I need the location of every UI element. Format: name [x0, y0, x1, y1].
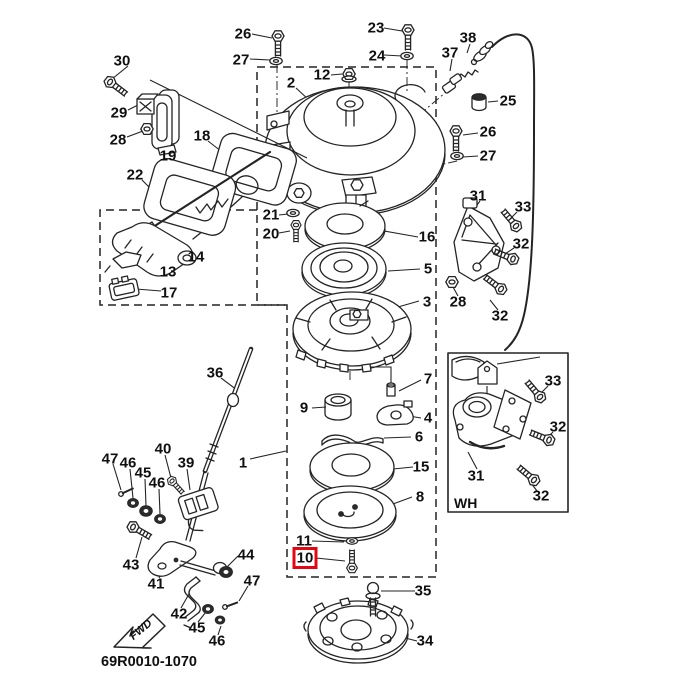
- part-label-32-24[interactable]: 32: [513, 236, 530, 253]
- part-label-8-35[interactable]: 8: [416, 489, 424, 506]
- part-label-31-57[interactable]: 31: [468, 468, 485, 485]
- part-label-47-54[interactable]: 47: [244, 573, 261, 590]
- part-label-12-13[interactable]: 12: [314, 67, 331, 84]
- part-label-13-28[interactable]: 13: [160, 264, 177, 281]
- part-label-38-4[interactable]: 38: [460, 30, 477, 47]
- part-label-9-32[interactable]: 9: [300, 400, 308, 417]
- part-label-22-11[interactable]: 22: [127, 167, 144, 184]
- part-label-40-46[interactable]: 40: [155, 441, 172, 458]
- part-label-4-31[interactable]: 4: [424, 410, 433, 427]
- part-label-37-5[interactable]: 37: [442, 45, 459, 62]
- part-label-46-45[interactable]: 46: [149, 475, 166, 492]
- bracket-group-art: [136, 79, 308, 159]
- part-label-16-19[interactable]: 16: [419, 229, 436, 246]
- part-label-42-51[interactable]: 42: [171, 606, 188, 623]
- wh-inset-box: [447, 352, 569, 513]
- starter-internals-art: [292, 200, 414, 542]
- part-label-43-48[interactable]: 43: [123, 557, 140, 574]
- part-label-25-14[interactable]: 25: [500, 93, 517, 110]
- part-label-5-20[interactable]: 5: [424, 261, 432, 278]
- part-label-33-55[interactable]: 33: [545, 373, 562, 390]
- wh-inset-tag: WH: [454, 495, 477, 511]
- part-label-36-40[interactable]: 36: [207, 365, 224, 382]
- part-label-28-8[interactable]: 28: [110, 132, 127, 149]
- part-label-2-12[interactable]: 2: [287, 75, 295, 92]
- part-label-24-3[interactable]: 24: [369, 48, 386, 65]
- part-label-21-17[interactable]: 21: [263, 207, 280, 224]
- fwd-arrow: FWD: [113, 613, 166, 649]
- part-label-27-16[interactable]: 27: [480, 148, 497, 165]
- part-label-41-49[interactable]: 41: [148, 576, 165, 593]
- engine-bracket-art: [453, 197, 505, 282]
- part-label-33-23[interactable]: 33: [515, 199, 532, 216]
- part-label-3-21[interactable]: 3: [423, 294, 431, 311]
- part-label-39-47[interactable]: 39: [178, 455, 195, 472]
- part-label-15-34[interactable]: 15: [413, 459, 430, 476]
- part-label-23-2[interactable]: 23: [368, 20, 385, 37]
- part-label-28-25[interactable]: 28: [450, 294, 467, 311]
- part-label-35-38[interactable]: 35: [415, 583, 432, 600]
- fasteners-art: [101, 24, 557, 625]
- starter-pulley-art: [303, 597, 414, 664]
- part-label-32-26[interactable]: 32: [492, 308, 509, 325]
- part-label-29-7[interactable]: 29: [111, 105, 128, 122]
- part-label-27-1[interactable]: 27: [233, 52, 250, 69]
- part-label-11-36[interactable]: 11: [296, 533, 312, 550]
- part-label-26-15[interactable]: 26: [480, 124, 497, 141]
- part-label-6-33[interactable]: 6: [415, 429, 423, 446]
- main-assembly-dashed-box: [256, 66, 437, 578]
- shift-linkage-art: [147, 346, 254, 629]
- part-label-46-43[interactable]: 46: [120, 455, 137, 472]
- part-label-10-37[interactable]: 10: [297, 550, 314, 567]
- part-label-44-50[interactable]: 44: [238, 547, 255, 564]
- part-label-17-29[interactable]: 17: [161, 285, 178, 302]
- part-label-1-41[interactable]: 1: [239, 455, 247, 472]
- part-label-32-58[interactable]: 32: [533, 488, 550, 505]
- part-label-34-39[interactable]: 34: [417, 633, 434, 650]
- part-label-7-30[interactable]: 7: [424, 371, 432, 388]
- part-label-45-44[interactable]: 45: [135, 465, 152, 482]
- part-label-30-6[interactable]: 30: [114, 53, 131, 70]
- wh-inset-art: [451, 355, 541, 450]
- part-label-45-52[interactable]: 45: [189, 620, 206, 637]
- diagram-code: 69R0010-1070: [101, 654, 197, 670]
- part-label-18-9[interactable]: 18: [194, 128, 211, 145]
- part-label-31-22[interactable]: 31: [470, 188, 487, 205]
- highlight-box: [292, 547, 318, 569]
- part-label-26-0[interactable]: 26: [235, 26, 252, 43]
- recoil-starter-case-art: [264, 84, 446, 216]
- part-label-32-56[interactable]: 32: [550, 419, 567, 436]
- part-label-20-18[interactable]: 20: [263, 226, 280, 243]
- part-label-47-42[interactable]: 47: [102, 451, 119, 468]
- part-label-19-10[interactable]: 19: [160, 148, 177, 165]
- part-label-14-27[interactable]: 14: [188, 249, 205, 266]
- part-label-46-53[interactable]: 46: [209, 633, 226, 650]
- handle-assembly-art: [104, 132, 297, 301]
